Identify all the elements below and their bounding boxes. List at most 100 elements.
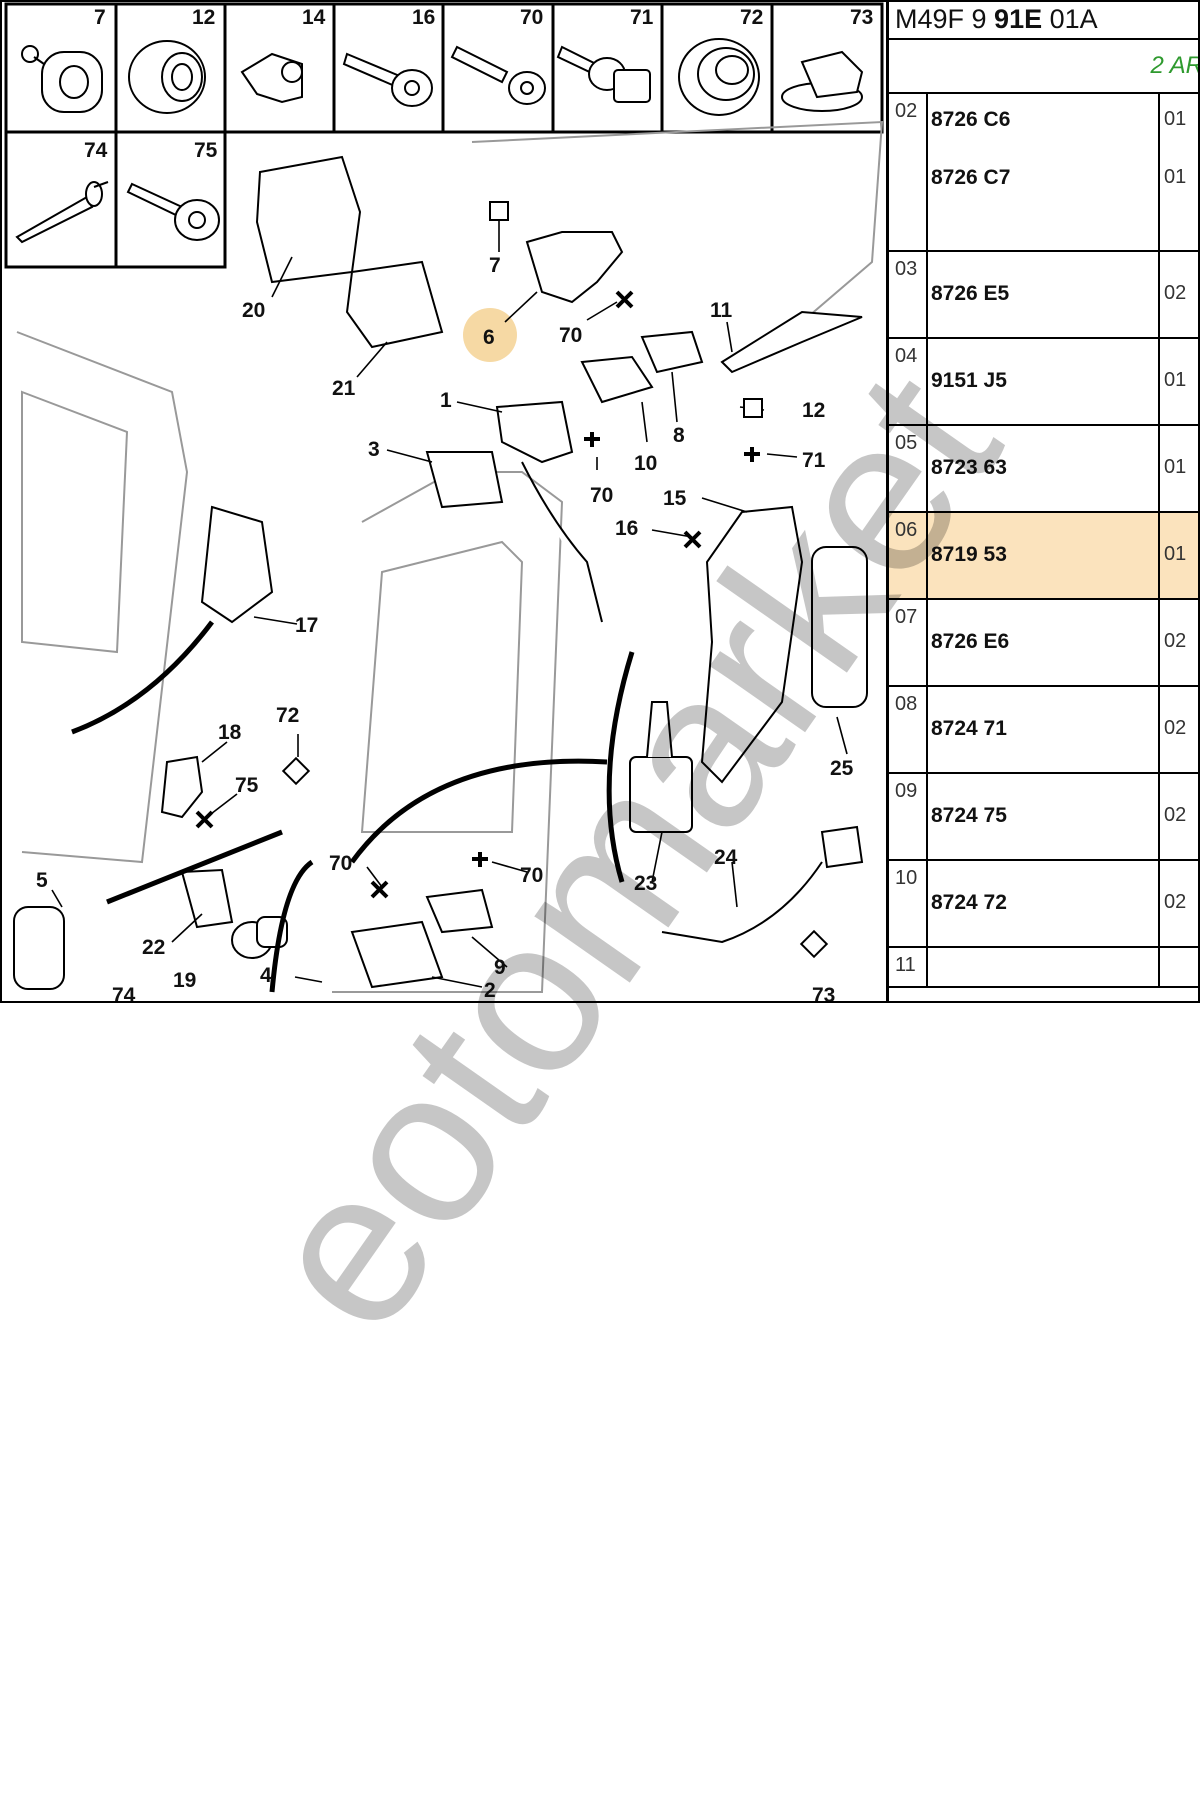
clip-8: [640, 330, 704, 374]
callout-label: 16: [615, 517, 638, 540]
striker-9: [425, 888, 494, 934]
parts-row[interactable]: 06 8719 53 01: [889, 513, 1198, 600]
callout-label: 8: [673, 424, 685, 447]
column-divider: [1158, 774, 1160, 859]
callout-numbers: 20 21 7 6 70 11 12 8 10 71 1 3 70 15 16 …: [36, 254, 854, 1003]
row-number: 07: [895, 606, 918, 628]
callout-label: 75: [235, 774, 259, 797]
row-number: 06: [895, 519, 918, 541]
callout-label: 74: [112, 984, 136, 1003]
column-divider: [926, 600, 928, 685]
column-divider: [926, 252, 928, 337]
plus-marker: [472, 852, 488, 867]
callout-label: 71: [802, 449, 826, 472]
grommet-icon-72: [678, 38, 760, 116]
latch-1: [495, 400, 603, 623]
part-number: 9151 J5: [931, 369, 1007, 392]
lock-2: [350, 920, 444, 989]
x-marker: [195, 810, 214, 829]
column-divider: [926, 687, 928, 772]
rivet-icon-74: [15, 181, 109, 244]
x-marker: [683, 530, 702, 549]
panel-25: [811, 546, 868, 708]
connector-24: [661, 825, 864, 944]
bolt-icon-70: [450, 45, 546, 105]
callout-label: 2: [484, 979, 496, 1002]
column-divider: [1158, 861, 1160, 946]
panel-subtitle-row: 2 AR: [889, 38, 1200, 94]
quantity: 02: [1164, 282, 1187, 304]
row-number: 04: [895, 345, 918, 367]
callout-label: 22: [142, 936, 165, 959]
cap-5: [13, 906, 65, 990]
square-marker: [743, 398, 763, 418]
callout-label: 9: [494, 956, 506, 979]
part-number: 8719 53: [931, 543, 1007, 566]
callout-label: 23: [634, 872, 657, 895]
row-number: 03: [895, 258, 918, 280]
quantity: 01: [1164, 456, 1187, 478]
callout-label: 19: [173, 969, 196, 992]
quantity: 02: [1164, 630, 1187, 652]
callout-label: 6: [483, 326, 495, 349]
strip-num: 70: [520, 6, 543, 29]
strip-num: 14: [302, 6, 326, 29]
callout-label: 21: [332, 377, 356, 400]
panel-ref-prefix: M49F 9: [895, 4, 995, 34]
part-number: 8723 63: [931, 456, 1007, 479]
part-number: 8724 75: [931, 804, 1007, 827]
row-number: 11: [895, 954, 916, 976]
parts-row[interactable]: 04 9151 J5 01: [889, 339, 1198, 426]
strip-num: 73: [850, 6, 873, 29]
clip-icon-7: [21, 45, 103, 113]
bumper-10: [580, 355, 654, 404]
callout-label: 72: [276, 704, 299, 727]
strip-num: 7: [94, 6, 106, 29]
markers: [281, 201, 829, 959]
callout-label: 25: [830, 757, 854, 780]
fastener-strip: [4, 2, 884, 269]
panel-ref-suffix: 01A: [1042, 4, 1098, 34]
quantity: 01: [1164, 369, 1187, 391]
parts-row[interactable]: 11: [889, 948, 1198, 988]
column-divider: [926, 948, 928, 986]
column-divider: [926, 513, 928, 598]
column-divider: [1158, 948, 1160, 986]
callout-highlight: [463, 308, 517, 362]
callout-label: 70: [520, 864, 543, 887]
actuator-23: [629, 701, 693, 833]
handle-3: [425, 451, 504, 509]
parts: [13, 155, 868, 990]
callout-label: 7: [489, 254, 501, 277]
clip-icon-73: [781, 50, 864, 112]
screw-icon-75: [126, 182, 220, 241]
handle-18: [160, 755, 204, 819]
panel-ref-bold: 91E: [994, 4, 1043, 34]
callout-label: 18: [218, 721, 242, 744]
column-divider: [1158, 513, 1160, 598]
fastener-strip-numbers: 7 12 14 16 70 71 72 73 74 75: [84, 6, 873, 162]
clip-icon-14: [240, 52, 303, 104]
quantity: 01: [1164, 543, 1187, 565]
callout-label: 70: [329, 852, 352, 875]
panel-subtitle: 2 AR: [1150, 52, 1200, 79]
callout-label: 70: [590, 484, 613, 507]
catalog-frame: 7 12 14 16 70 71 72 73 74 75: [0, 0, 1200, 1003]
hinge-bracket-6: [525, 231, 624, 304]
fuse-block-20: [255, 155, 362, 284]
lock-plate-21: [345, 260, 444, 349]
callout-label: 10: [634, 452, 657, 475]
retainer-11: [720, 310, 863, 374]
quantity: 01: [1164, 108, 1187, 130]
callout-label: 1: [440, 389, 452, 412]
part-number: 8726 C6: [931, 108, 1011, 131]
